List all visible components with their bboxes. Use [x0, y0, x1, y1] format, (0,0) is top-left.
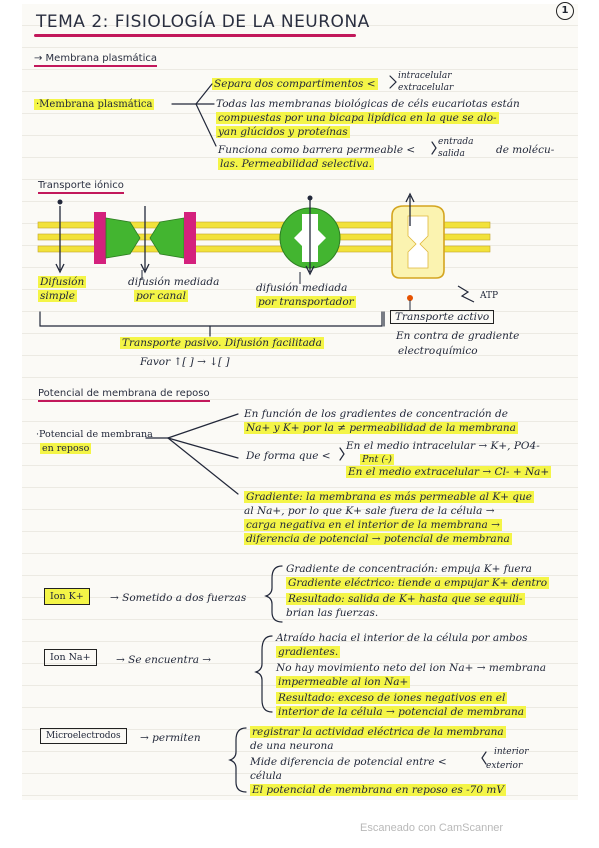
reposo-g3: carga negativa en el interior de la memb… — [244, 519, 502, 531]
ion-na-l4: impermeable al ion Na+ — [276, 676, 411, 688]
reposo-l1: En función de los gradientes de concentr… — [244, 408, 508, 420]
ion-k-l2: Gradiente eléctrico: tiende a empujar K+… — [286, 577, 550, 589]
page-number: 1 — [556, 2, 574, 20]
reposo-g4: diferencia de potencial → potencial de m… — [244, 533, 512, 545]
arrowhead — [305, 265, 315, 276]
ion-k-l1: Gradiente de concentración: empuja K+ fu… — [286, 563, 532, 575]
membrana-label: ·Membrana plasmática — [34, 99, 155, 110]
reposo-label-2: en reposo — [40, 443, 92, 454]
ion-k-arrow-text: → Sometido a dos fuerzas — [110, 592, 247, 604]
reposo-label-1: ·Potencial de membrana — [36, 429, 153, 440]
reposo-l2: Na+ y K+ por la ≠ permeabilidad de la me… — [244, 422, 518, 434]
micro-l3-bottom: exterior — [486, 761, 523, 771]
membrana-line3b: las. Permeabilidad selectiva. — [218, 158, 374, 170]
micro-l4: célula — [250, 770, 282, 782]
membrane-diagram — [37, 192, 491, 303]
ion-dot — [407, 295, 413, 301]
membrana-line3-top: entrada — [438, 137, 474, 147]
reposo-l3a: En el medio intracelular → K+, PO4- — [346, 440, 540, 452]
membrana-line3-end: de molécu- — [496, 144, 555, 156]
membrana-line1-top: intracelular — [398, 71, 452, 81]
membrane-bottom-layer — [37, 245, 491, 253]
ion-k-l4: brian las fuerzas. — [286, 607, 379, 619]
brace-lt — [339, 447, 345, 461]
brace-lt — [481, 751, 487, 765]
activo-line2: electroquímico — [398, 345, 478, 357]
membrana-line3a: Funciona como barrera permeable < — [218, 144, 416, 156]
micro-l3pre: Mide diferencia de potencial entre < — [250, 756, 447, 768]
membrana-line1-bottom: extracelular — [398, 83, 454, 93]
brace-ion-na — [254, 635, 273, 713]
micro-l5: El potencial de membrana en reposo es -7… — [250, 784, 506, 796]
fan-line — [167, 437, 239, 495]
ion-na-l6: interior de la célula → potencial de mem… — [276, 706, 527, 718]
membrana-heading: → Membrana plasmática — [34, 53, 157, 67]
micro-l2: de una neurona — [250, 740, 334, 752]
membrana-line1: Separa dos compartimentos < — [212, 78, 378, 90]
molecule-dot — [57, 199, 63, 205]
membrana-line2c: yan glúcidos y proteínas — [216, 126, 350, 138]
fan-line — [195, 83, 213, 105]
pasivo-bracket — [39, 311, 383, 327]
fan-line — [195, 103, 217, 147]
atp-zigzag — [457, 285, 475, 303]
reposo-l4: En el medio extracelular → Cl- + Na+ — [346, 466, 552, 478]
membrane-top-layer — [37, 221, 491, 229]
ion-na-l5: Resultado: exceso de iones negativos en … — [276, 692, 508, 704]
fan-line — [167, 413, 239, 439]
ion-k-label: Ion K+ — [44, 588, 90, 605]
atp-label: ATP — [480, 291, 499, 301]
arrowhead — [140, 263, 150, 274]
channel-wall — [184, 212, 196, 264]
label-canal-1: difusión mediada — [128, 276, 220, 288]
ion-na-l2: gradientes. — [276, 646, 341, 658]
membrana-line2a: Todas las membranas biológicas de céls e… — [216, 98, 520, 110]
brace-ion-k — [264, 565, 283, 623]
ion-na-label: Ion Na+ — [44, 649, 97, 666]
channel-protein — [105, 217, 141, 259]
ion-na-l1: Atraído hacia el interior de la célula p… — [276, 632, 528, 644]
reposo-l3pre: De forma que < — [246, 450, 331, 462]
channel-wall — [94, 212, 106, 264]
molecule-dot — [307, 195, 313, 201]
label-activo: Transporte activo — [390, 310, 495, 324]
micro-arrow-text: → permiten — [140, 732, 201, 744]
membrana-line2b: compuestas por una bicapa lipídica en la… — [216, 112, 499, 124]
activo-line1: En contra de gradiente — [396, 330, 520, 342]
scanner-footer: Escaneado con CamScanner — [360, 822, 504, 834]
label-transportador-2: por transportador — [256, 296, 356, 308]
ion-k-l3: Resultado: salida de K+ hasta que se equ… — [286, 593, 525, 605]
label-difusion-simple-1: Difusión — [38, 276, 87, 288]
ion-na-l3: No hay movimiento neto del ion Na+ → mem… — [276, 662, 547, 674]
membrana-line3-bottom: salida — [438, 149, 465, 159]
brace-lt — [389, 75, 397, 89]
reposo-g2: al Na+, por lo que K+ sale fuera de la c… — [244, 505, 495, 517]
reposo-heading: Potencial de membrana de reposo — [38, 388, 210, 402]
brace-lt — [431, 141, 437, 155]
label-difusion-simple-2: simple — [38, 290, 77, 302]
pump-pore — [407, 215, 429, 269]
title-underline — [34, 34, 356, 37]
reposo-g1: Gradiente: la membrana es más permeable … — [244, 491, 535, 503]
arrowhead — [55, 263, 65, 274]
micro-l3-top: interior — [494, 747, 529, 757]
page-title: TEMA 2: FISIOLOGÍA DE LA NEURONA — [36, 12, 370, 32]
label-canal-2: por canal — [134, 290, 188, 302]
ion-na-arrow-text: → Se encuentra → — [116, 654, 212, 666]
label-transportador-1: difusión mediada — [256, 282, 348, 294]
micro-label: Microelectrodos — [40, 728, 127, 744]
pasivo-sub: Favor ↑[ ] → ↓[ ] — [140, 356, 230, 368]
transporte-heading: Transporte iónico — [38, 180, 124, 194]
membrane-mid-layer — [37, 233, 491, 241]
pasivo-label: Transporte pasivo. Difusión facilitada — [120, 337, 324, 349]
arrowhead — [405, 192, 415, 203]
brace-micro — [228, 727, 247, 793]
fan-line — [167, 437, 239, 459]
reposo-l3b: Pnt (-) — [360, 454, 394, 465]
micro-l1: registrar la actividad eléctrica de la m… — [250, 726, 506, 738]
